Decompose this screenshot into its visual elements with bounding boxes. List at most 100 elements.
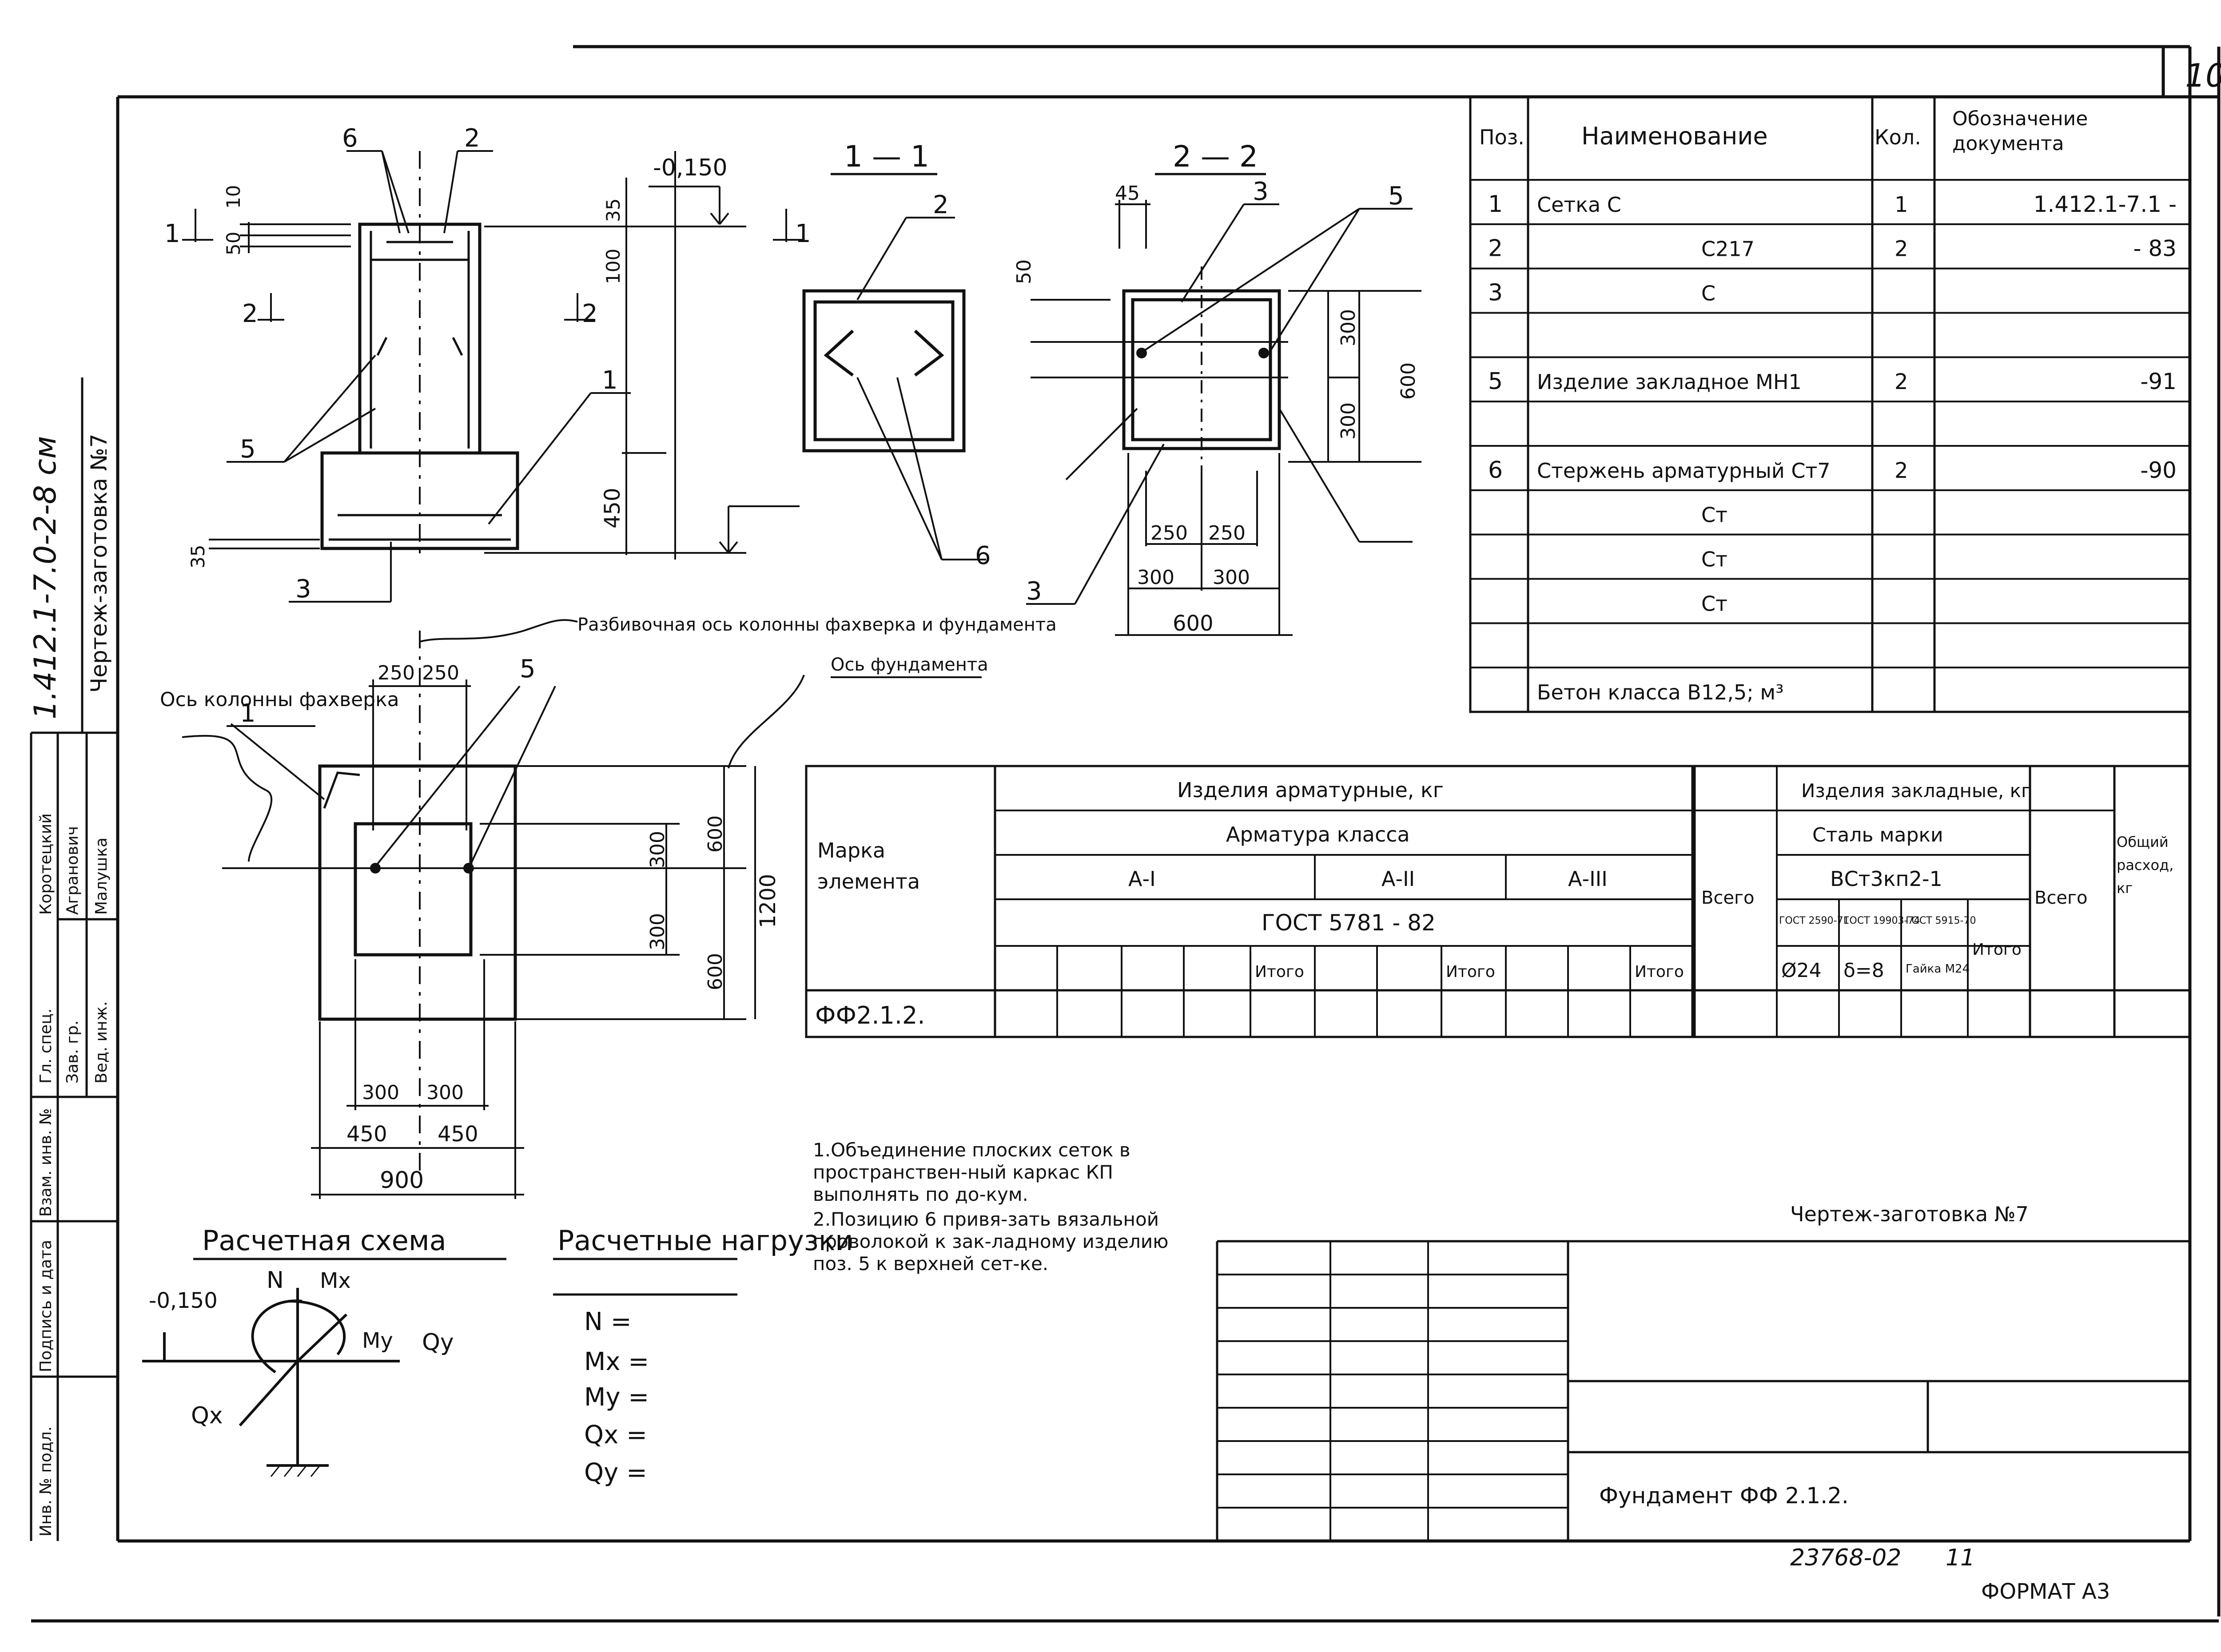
spec-cell-name: Стержень арматурный Ст7 <box>1537 459 1831 483</box>
side-stamp: 1.412.1-7.0-2-8 см Чертеж-заготовка №7 Г… <box>28 377 118 1541</box>
materials-embed-item-3: Гайка М24 <box>1906 962 1970 976</box>
plan-callout-1: 1 <box>240 699 256 728</box>
scheme-label-mx: Mx <box>320 1268 351 1293</box>
side-stamp-name-2: Агранович <box>64 826 82 915</box>
side-stamp-code: 1.412.1-7.0-2-8 см <box>28 436 63 719</box>
spec-cell-pos: 5 <box>1488 368 1503 395</box>
elevation-callout-3: 3 <box>295 575 311 604</box>
spec-header-pos: Поз. <box>1479 125 1524 149</box>
plan-dim-600-b: 600 <box>704 953 727 990</box>
section-2-2-dim-600-h: 600 <box>1173 611 1214 636</box>
spec-cell-pos: 1 <box>1488 191 1503 218</box>
materials-class-a3: А-III <box>1568 867 1608 891</box>
load-mx: Mx = <box>584 1347 649 1376</box>
note-2: 2.Позицию 6 привя-зать вязальной проволо… <box>813 1208 1169 1275</box>
section-2-2-callout-5: 5 <box>1388 182 1404 210</box>
section-2-2: 2 — 2 <box>1013 139 1421 636</box>
spec-cell-pos: 6 <box>1488 457 1503 484</box>
section-2-2-dim-300-b: 300 <box>1337 402 1360 440</box>
materials-embed-item-2: δ=8 <box>1843 959 1884 982</box>
spec-cell-pos: 2 <box>1488 235 1503 262</box>
notes: 1.Объединение плоских сеток в пространст… <box>813 1139 1186 1275</box>
load-qy: Qy = <box>584 1458 647 1487</box>
elevation-view: 6 2 5 1 3 -0,150 1 1 2 2 50 10 35 35 100… <box>164 124 811 604</box>
elevation-dim-35: 35 <box>602 199 624 222</box>
materials-class-a1: А-I <box>1128 867 1156 891</box>
title-block-stamp: Чертеж-заготовка №7 <box>1790 1202 2029 1226</box>
materials-class-a2: А-II <box>1381 867 1415 891</box>
spec-cell-qty: 2 <box>1895 458 1908 483</box>
elevation-dim-50: 50 <box>223 232 244 255</box>
plan-dim-300-b: 300 <box>646 913 669 950</box>
materials-gost: ГОСТ 5781 - 82 <box>1262 910 1436 936</box>
section-mark-1-right: 1 <box>795 219 811 248</box>
load-qx: Qx = <box>584 1421 647 1449</box>
plan-dim-900: 900 <box>380 1167 424 1194</box>
materials-embed-gost-1: ГОСТ 2590-71 <box>1779 915 1849 926</box>
materials-itogo-embed: Итого <box>1972 941 2022 959</box>
materials-total-embed: Всего <box>2034 888 2088 908</box>
plan-dim-300-a: 300 <box>646 831 669 868</box>
elevation-dim-450: 450 <box>600 488 625 528</box>
spec-cell-qty: 2 <box>1895 369 1908 394</box>
load-n: N = <box>584 1307 632 1336</box>
section-1-1-callout-2: 2 <box>933 191 949 219</box>
title-block-object: Фундамент ФФ 2.1.2. <box>1599 1483 1849 1509</box>
page-number: 10 <box>2185 57 2221 94</box>
materials-steel-grade: ВСт3кп2-1 <box>1830 867 1942 891</box>
spec-cell-doc: 1.412.1-7.1 - <box>2034 191 2177 217</box>
section-mark-1-left: 1 <box>164 219 180 248</box>
materials-total-rebar: Всего <box>1701 888 1755 908</box>
materials-rebar-class: Арматура класса <box>1226 822 1410 846</box>
materials-steel-grade-label: Сталь марки <box>1812 824 1943 846</box>
section-2-2-dim-300-c: 300 <box>1137 566 1174 589</box>
scheme-label-my: My <box>362 1328 393 1353</box>
elevation-dim-100: 100 <box>602 249 624 284</box>
design-scheme: Расчетная схема -0,150 N Mx My Qy Qx <box>142 1224 506 1477</box>
spec-cell-doc: -91 <box>2140 369 2177 394</box>
load-my: My = <box>584 1383 649 1412</box>
section-1-1-title: 1 — 1 <box>844 139 929 174</box>
scheme-label-qy: Qy <box>422 1329 454 1356</box>
plan-axis-marking: Разбивочная ось колонны фахверка и фунда… <box>577 615 1057 635</box>
spec-header-qty: Кол. <box>1875 125 1921 149</box>
plan-dim-250-a: 250 <box>378 662 415 684</box>
spec-cell-pos: 3 <box>1488 280 1503 306</box>
spec-header-doc: Обозначение документа <box>1952 107 2088 155</box>
section-2-2-dim-50: 50 <box>1013 259 1035 284</box>
scheme-title: Расчетная схема <box>202 1224 446 1257</box>
materials-itogo-2: Итого <box>1446 963 1495 981</box>
section-2-2-callout-3-top: 3 <box>1253 177 1269 206</box>
side-stamp-name-1: Коротецкий <box>37 813 55 915</box>
plan-dim-300-d: 300 <box>426 1081 464 1104</box>
section-2-2-dim-250-b: 250 <box>1208 522 1246 544</box>
spec-cell-doc: - 83 <box>2133 236 2177 262</box>
materials-grand-total: Общий расход, кг <box>2117 834 2174 897</box>
note-1: 1.Объединение плоских сеток в пространст… <box>813 1139 1130 1205</box>
side-stamp-field-2: Подпись и дата <box>37 1240 55 1372</box>
section-mark-2-left: 2 <box>242 299 258 328</box>
side-stamp-role-3: Вед. инж. <box>92 1001 111 1084</box>
materials-rebar-group: Изделия арматурные, кг <box>1177 778 1444 802</box>
side-stamp-field-1: Взам. инв. № <box>37 1108 55 1217</box>
materials-itogo-1: Итого <box>1255 963 1304 981</box>
plan-callout-5: 5 <box>520 655 536 683</box>
section-1-1: 1 — 1 2 6 <box>802 139 991 570</box>
side-stamp-field-3: Инв. № подл. <box>37 1426 55 1537</box>
elevation-callout-6: 6 <box>342 124 358 153</box>
plan-dim-1200: 1200 <box>756 874 780 928</box>
anchor-bolt-right <box>1258 348 1269 358</box>
specification-table: Поз. Наименование Кол. Обозначение докум… <box>1469 95 2191 713</box>
materials-mark-header: Марка элемента <box>817 838 920 894</box>
section-1-1-callout-6: 6 <box>975 541 991 570</box>
spec-header-name: Наименование <box>1581 122 1768 150</box>
elevation-dim-35-bottom: 35 <box>187 545 209 568</box>
materials-embed-gost-3: ГОСТ 5915-70 <box>1906 915 1976 926</box>
section-2-2-dim-45: 45 <box>1115 182 1140 205</box>
spec-cell-name: С217 <box>1701 237 1755 261</box>
spec-cell-qty: 2 <box>1895 237 1908 262</box>
inventory-sheet: 11 <box>1946 1545 1975 1571</box>
section-2-2-dim-250-a: 250 <box>1150 522 1188 544</box>
format-label: ФОРМАТ А3 <box>1981 1579 2110 1604</box>
